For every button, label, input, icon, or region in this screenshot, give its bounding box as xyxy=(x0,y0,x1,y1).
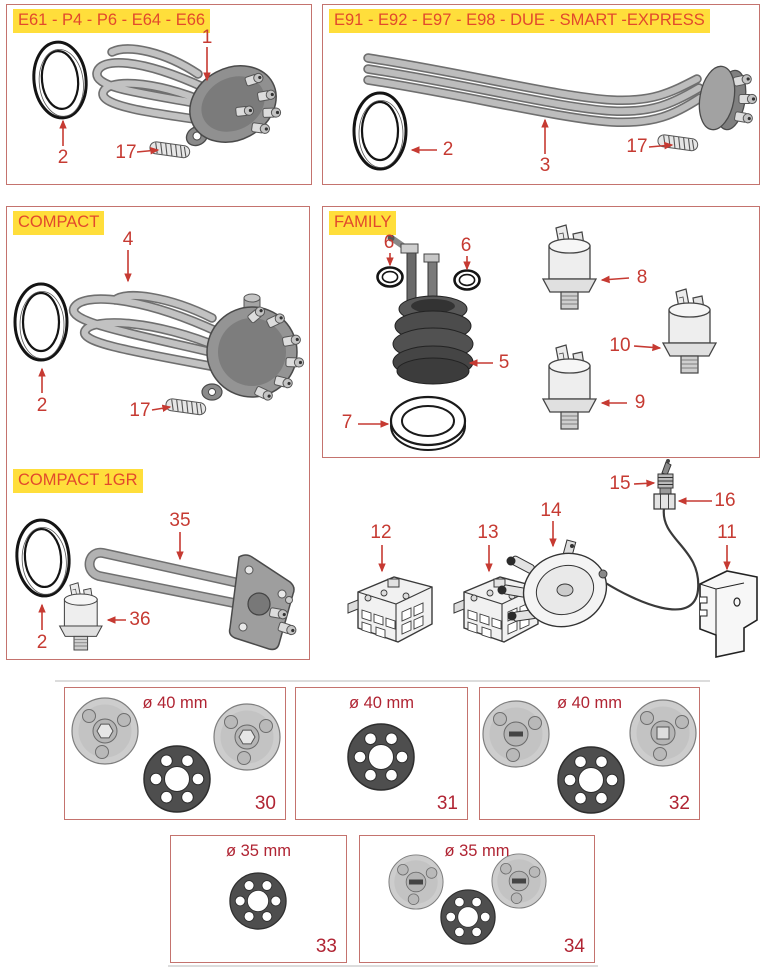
callout-arrow xyxy=(633,343,662,352)
section-box-compact-column: COMPACT COMPACT 1GR xyxy=(6,206,310,660)
heating-element-illustration-e61 xyxy=(92,44,282,147)
coil-element-illustration xyxy=(387,234,474,385)
heating-element-illustration-e91 xyxy=(363,53,758,131)
callout-17: 17 xyxy=(626,136,648,157)
gasket-illustration-family xyxy=(389,395,467,451)
scan-artifact-line xyxy=(55,680,710,682)
callout-8: 8 xyxy=(636,267,648,288)
gasket-size-label: ø 40 mm xyxy=(348,694,415,712)
gasket-size-label: ø 40 mm xyxy=(142,694,208,712)
gasket-part-number: 34 xyxy=(563,936,585,957)
gasket-part-number: 32 xyxy=(668,793,690,814)
section-title-compact-1gr: COMPACT 1GR xyxy=(13,469,143,493)
gasket-box-34: ø 35 mm 34 xyxy=(359,835,595,963)
callout-2: 2 xyxy=(36,632,48,653)
callout-10: 10 xyxy=(609,335,631,356)
callout-2: 2 xyxy=(57,147,69,168)
section-title-family: FAMILY xyxy=(329,211,397,235)
section-box-e61: E61 - P4 - P6 - E64 - E66 xyxy=(6,4,312,185)
callout-4: 4 xyxy=(122,229,134,250)
callout-arrow xyxy=(136,146,160,155)
gasket-size-label: ø 35 mm xyxy=(225,842,292,860)
nut-illustration-16 xyxy=(653,487,676,510)
heating-element-illustration-compact1gr xyxy=(84,547,298,651)
section-title-e61: E61 - P4 - P6 - E64 - E66 xyxy=(13,9,211,33)
callout-3: 3 xyxy=(539,155,551,176)
gasket-box-30: ø 40 mm 30 xyxy=(64,687,286,820)
terminal-block-illustration-12 xyxy=(347,576,433,643)
callout-9: 9 xyxy=(634,392,646,413)
flange-illustration xyxy=(71,697,697,910)
callout-7: 7 xyxy=(341,412,353,433)
callout-11: 11 xyxy=(717,522,737,543)
probe-illustration-15 xyxy=(657,459,674,489)
callout-arrow xyxy=(151,404,172,412)
callout-12: 12 xyxy=(370,522,392,543)
callout-arrow xyxy=(633,479,656,488)
capillary-tube-illustration xyxy=(603,507,700,611)
gasket-part-number: 33 xyxy=(315,936,337,957)
callout-6: 6 xyxy=(460,235,472,256)
callout-6: 6 xyxy=(383,232,395,253)
callout-13: 13 xyxy=(477,522,499,543)
gasket-size-label: ø 35 mm xyxy=(444,842,510,860)
callout-36: 36 xyxy=(129,609,151,630)
callout-2: 2 xyxy=(36,395,48,416)
heating-element-illustration-compact xyxy=(68,291,305,403)
section-box-e91: E91 - E92 - E97 - E98 - DUE - SMART -EXP… xyxy=(322,4,760,185)
scan-artifact-line xyxy=(168,965,598,967)
gasket-part-number: 31 xyxy=(436,793,458,814)
callout-arrow xyxy=(648,141,674,150)
section-box-family: FAMILY xyxy=(322,206,760,458)
pressure-stat-illustration-14 xyxy=(497,539,608,628)
section-title-e91: E91 - E92 - E97 - E98 - DUE - SMART -EXP… xyxy=(329,9,710,33)
callout-1: 1 xyxy=(201,27,213,48)
callout-2: 2 xyxy=(442,139,454,160)
gasket-box-33: ø 35 mm 33 xyxy=(170,835,347,963)
section-title-compact: COMPACT xyxy=(13,211,105,235)
callout-35: 35 xyxy=(169,510,191,531)
gasket-box-31: ø 40 mm 31 xyxy=(295,687,468,820)
callout-16: 16 xyxy=(714,490,736,511)
callout-17: 17 xyxy=(129,400,151,421)
callout-5: 5 xyxy=(498,352,510,373)
callout-15: 15 xyxy=(609,473,631,494)
gasket-size-label: ø 40 mm xyxy=(556,694,623,712)
connector-illustration-11 xyxy=(699,570,758,658)
callout-17: 17 xyxy=(115,142,137,163)
callout-14: 14 xyxy=(540,500,562,521)
gasket-box-32: ø 40 mm 32 xyxy=(479,687,700,820)
gasket-part-number: 30 xyxy=(254,793,276,814)
callout-arrow xyxy=(600,275,630,284)
